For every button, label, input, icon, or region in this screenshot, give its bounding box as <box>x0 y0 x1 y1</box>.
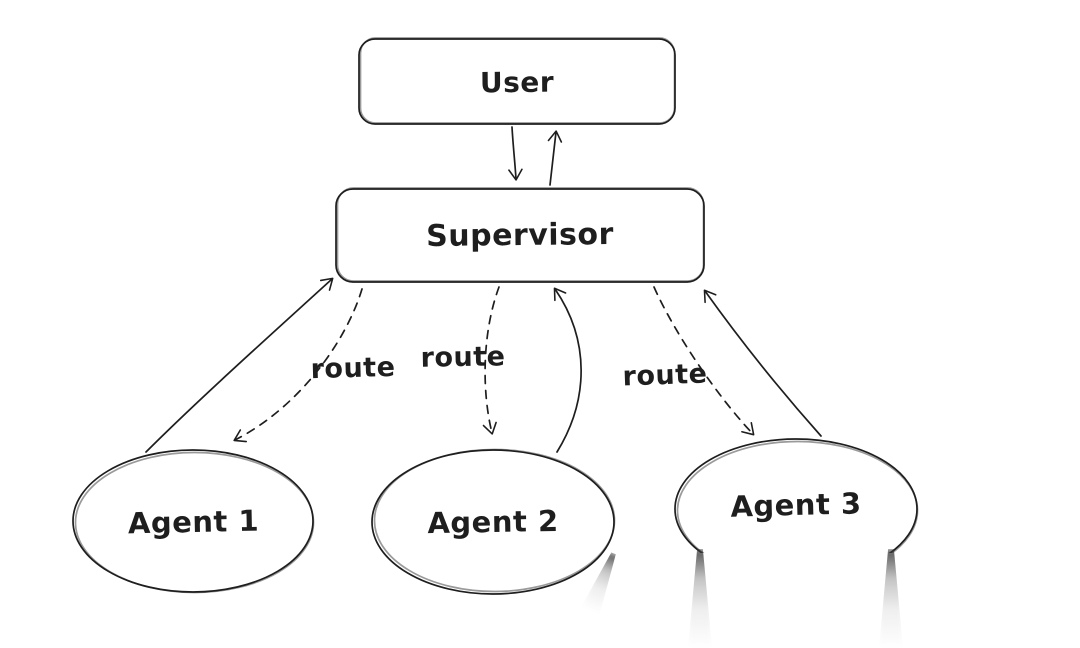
node-agent2-shape <box>371 448 616 595</box>
node-agent1-shape <box>72 449 315 594</box>
edge-agent3-to-supervisor <box>703 289 822 437</box>
agent3-bottom-fade <box>677 553 919 603</box>
edge-agent1-to-supervisor <box>145 277 334 453</box>
node-supervisor-shape <box>335 187 705 283</box>
edge-supervisor-to-agent3 <box>653 286 755 436</box>
edge-agent2-to-supervisor <box>553 287 582 453</box>
node-user-shape <box>358 37 676 125</box>
edge-supervisor-to-agent2 <box>482 286 500 435</box>
edge-supervisor-to-agent1 <box>233 288 363 443</box>
edge-supervisor-to-user <box>547 130 563 186</box>
edge-user-to-supervisor <box>508 126 523 181</box>
